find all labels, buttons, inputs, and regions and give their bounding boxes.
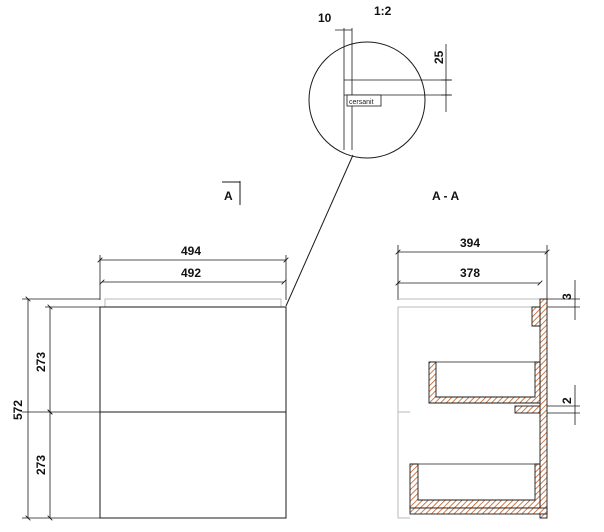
dim-outer-width: 494 <box>181 244 201 258</box>
dim-top-gap: 3 <box>560 293 574 300</box>
top-rail <box>531 306 541 327</box>
dim-total-height: 572 <box>11 400 25 420</box>
dim-inner-width: 492 <box>181 266 201 280</box>
front-view: 494 492 572 273 273 <box>11 244 286 518</box>
middle-rail <box>514 405 541 414</box>
dim-lower-drawer: 273 <box>34 455 48 475</box>
section-view: A - A 394 378 3 <box>398 189 580 519</box>
detail-dim-vertical: 25 <box>432 50 446 64</box>
back-panel <box>539 298 548 519</box>
dim-outer-depth: 394 <box>460 236 480 250</box>
detail-scale: 1:2 <box>374 4 392 18</box>
detail-view: cersanit 1:2 10 25 <box>285 4 452 307</box>
upper-drawer-box <box>428 361 541 404</box>
brand-label: cersanit <box>349 99 374 106</box>
lower-drawer-box <box>409 463 541 509</box>
dim-upper-drawer: 273 <box>34 352 48 372</box>
detail-leader <box>285 154 354 307</box>
section-marker-label: A <box>224 189 233 203</box>
dim-inner-depth: 378 <box>460 266 480 280</box>
detail-circle <box>308 41 426 159</box>
detail-dim-horizontal: 10 <box>318 11 332 25</box>
section-title: A - A <box>432 189 459 203</box>
section-marker: A <box>222 181 241 205</box>
dim-rail-gap: 2 <box>560 397 574 404</box>
brand-label-box <box>346 94 382 107</box>
bottom-plinth <box>409 507 548 515</box>
cabinet-top <box>104 298 282 308</box>
